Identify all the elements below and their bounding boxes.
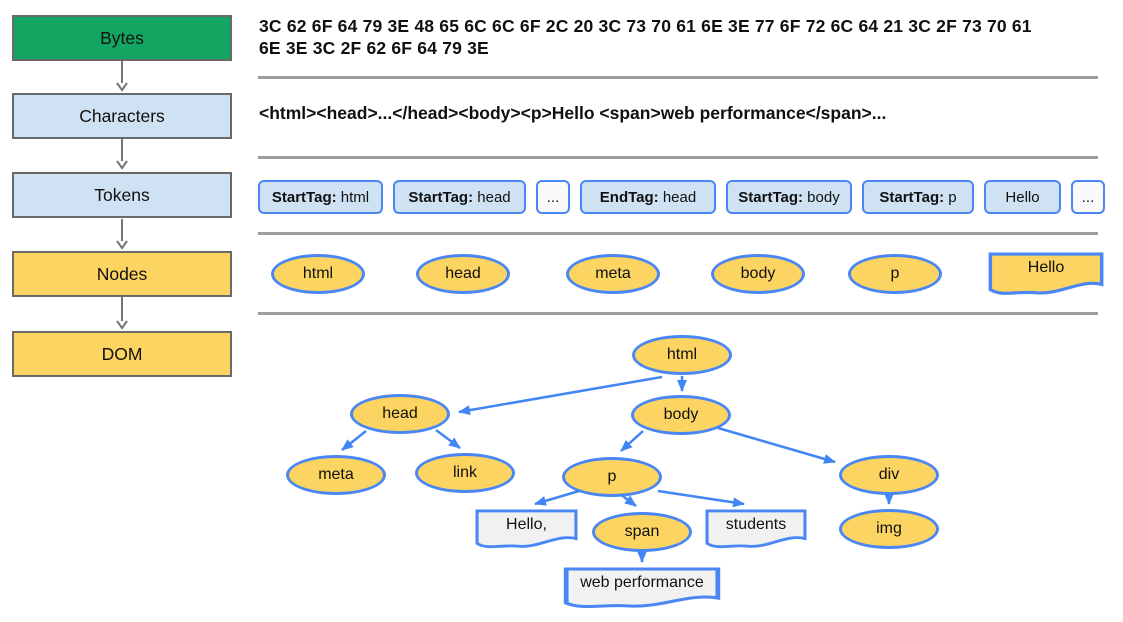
node-meta: meta [566,254,660,294]
dom-textnode-students: students [705,509,807,551]
edge-body-p [620,430,644,452]
stage-box-tokens: Tokens [12,172,232,218]
token-ellipsis: ... [1071,180,1105,214]
token-kind: StartTag: [271,188,337,206]
dom-node-p: p [562,457,662,497]
bytes-hex-line-2: 6E 3E 3C 2F 62 6F 64 79 3E [259,38,489,58]
node-html: html [271,254,365,294]
edge-p-hello [534,489,580,506]
token-kind: StartTag: [408,188,474,206]
dom-node-span: span [592,512,692,552]
token-starttag-p: StartTag: p [862,180,974,214]
edge-body-div [717,426,836,464]
token-value: Hello [1005,188,1040,206]
edge-head-meta [341,430,367,451]
separator-line [258,156,1098,159]
dom-textnode-hello: Hello, [475,509,578,551]
stage-box-bytes: Bytes [12,15,232,61]
node-label: Hello [1027,259,1065,276]
document-shape [563,567,721,608]
token-hello: Hello [984,180,1061,214]
dom-textnode-web-performance: web performance [563,567,721,611]
characters-markup-text: <html><head>...</head><body><p>Hello <sp… [259,103,887,123]
token-ellipsis: ... [536,180,570,214]
separator-line [258,76,1098,79]
token-kind: StartTag: [879,188,945,206]
dom-node-head: head [350,394,450,434]
token-kind: EndTag: [599,188,659,206]
node-label: Hello, [506,516,547,533]
token-value: head [473,188,511,206]
token-endtag-head: EndTag: head [580,180,716,214]
dom-node-meta: meta [286,455,386,495]
stage-box-characters: Characters [12,93,232,139]
token-starttag-html: StartTag: html [258,180,383,214]
token-kind: StartTag: [738,188,804,206]
dom-node-link: link [415,453,515,493]
token-value: ... [1081,188,1095,206]
bytes-hex-line-1: 3C 62 6F 64 79 3E 48 65 6C 6C 6F 2C 20 3… [259,16,1032,36]
node-label: students [725,516,787,533]
dom-node-html: html [632,335,732,375]
node-body: body [711,254,805,294]
separator-line [258,232,1098,235]
edge-html-head [458,375,663,416]
document-shape [475,509,578,549]
edge-p-students [657,489,745,508]
edge-head-link [435,429,461,449]
separator-line [258,312,1098,315]
token-starttag-body: StartTag: body [726,180,852,214]
dom-node-div: div [839,455,939,495]
stage-box-dom: DOM [12,331,232,377]
node-p: p [848,254,942,294]
stage-box-nodes: Nodes [12,251,232,297]
token-value: p [944,188,957,206]
token-value: ... [546,188,560,206]
token-starttag-head: StartTag: head [393,180,526,214]
dom-node-body: body [631,395,731,435]
token-value: head [658,188,697,206]
node-head: head [416,254,510,294]
document-shape [988,252,1104,295]
document-shape [705,509,807,549]
dom-node-img: img [839,509,939,549]
token-value: body [803,188,840,206]
token-value: html [336,188,370,206]
node-hello-text: Hello [988,252,1104,298]
token-row: StartTag: html StartTag: head ... EndTag… [258,180,1105,214]
node-label: web performance [580,574,704,591]
